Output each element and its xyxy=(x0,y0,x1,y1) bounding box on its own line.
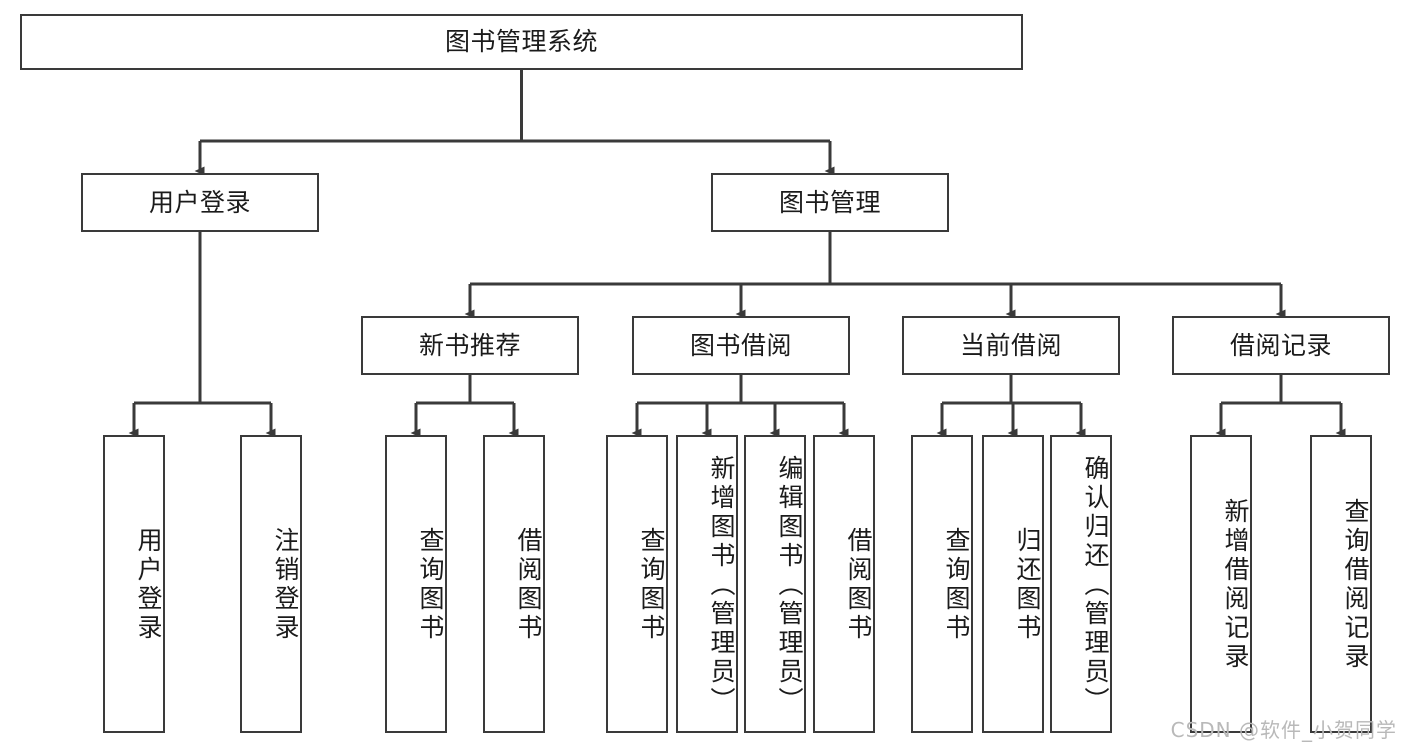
node-current-borrow[interactable]: 当前借阅 xyxy=(902,316,1120,375)
leaf-edit-book[interactable]: 编辑图书（管理员） xyxy=(744,435,806,733)
node-book-manage[interactable]: 图书管理 xyxy=(711,173,949,232)
leaf-borrow-book-2-label: 借阅图书 xyxy=(844,527,873,643)
leaf-return-book-label: 归还图书 xyxy=(1013,527,1042,643)
leaf-add-borrow-record[interactable]: 新增借阅记录 xyxy=(1190,435,1252,733)
leaf-user-login[interactable]: 用户登录 xyxy=(103,435,165,733)
leaf-borrow-book-1[interactable]: 借阅图书 xyxy=(483,435,545,733)
node-root-label: 图书管理系统 xyxy=(444,27,598,57)
node-user-login-label: 用户登录 xyxy=(148,187,251,217)
node-book-borrow-label: 图书借阅 xyxy=(689,330,792,360)
leaf-query-borrow-record-label: 查询借阅记录 xyxy=(1341,498,1370,672)
node-borrow-record[interactable]: 借阅记录 xyxy=(1172,316,1390,375)
leaf-confirm-return[interactable]: 确认归还（管理员） xyxy=(1050,435,1112,733)
leaf-return-book[interactable]: 归还图书 xyxy=(982,435,1044,733)
leaf-logout-label: 注销登录 xyxy=(271,527,300,643)
node-root[interactable]: 图书管理系统 xyxy=(20,14,1023,70)
leaf-add-borrow-record-label: 新增借阅记录 xyxy=(1221,498,1250,672)
leaf-user-login-label: 用户登录 xyxy=(134,527,163,643)
node-book-manage-label: 图书管理 xyxy=(778,187,881,217)
leaf-add-book[interactable]: 新增图书（管理员） xyxy=(676,435,738,733)
leaf-query-book-2[interactable]: 查询图书 xyxy=(606,435,668,733)
leaf-query-book-3-label: 查询图书 xyxy=(942,527,971,643)
leaf-query-book-1-label: 查询图书 xyxy=(416,527,445,643)
leaf-borrow-book-2[interactable]: 借阅图书 xyxy=(813,435,875,733)
node-book-borrow[interactable]: 图书借阅 xyxy=(632,316,850,375)
leaf-edit-book-label: 编辑图书（管理员） xyxy=(775,454,804,716)
node-new-book-recommend-label: 新书推荐 xyxy=(418,330,521,360)
node-current-borrow-label: 当前借阅 xyxy=(959,330,1062,360)
watermark: CSDN @软件_小贺同学 xyxy=(1170,718,1397,742)
leaf-query-book-2-label: 查询图书 xyxy=(637,527,666,643)
node-borrow-record-label: 借阅记录 xyxy=(1229,330,1332,360)
leaf-borrow-book-1-label: 借阅图书 xyxy=(514,527,543,643)
node-new-book-recommend[interactable]: 新书推荐 xyxy=(361,316,579,375)
node-user-login[interactable]: 用户登录 xyxy=(81,173,319,232)
leaf-logout[interactable]: 注销登录 xyxy=(240,435,302,733)
leaf-query-book-1[interactable]: 查询图书 xyxy=(385,435,447,733)
leaf-query-book-3[interactable]: 查询图书 xyxy=(911,435,973,733)
leaf-add-book-label: 新增图书（管理员） xyxy=(707,454,736,716)
leaf-query-borrow-record[interactable]: 查询借阅记录 xyxy=(1310,435,1372,733)
leaf-confirm-return-label: 确认归还（管理员） xyxy=(1081,454,1110,716)
